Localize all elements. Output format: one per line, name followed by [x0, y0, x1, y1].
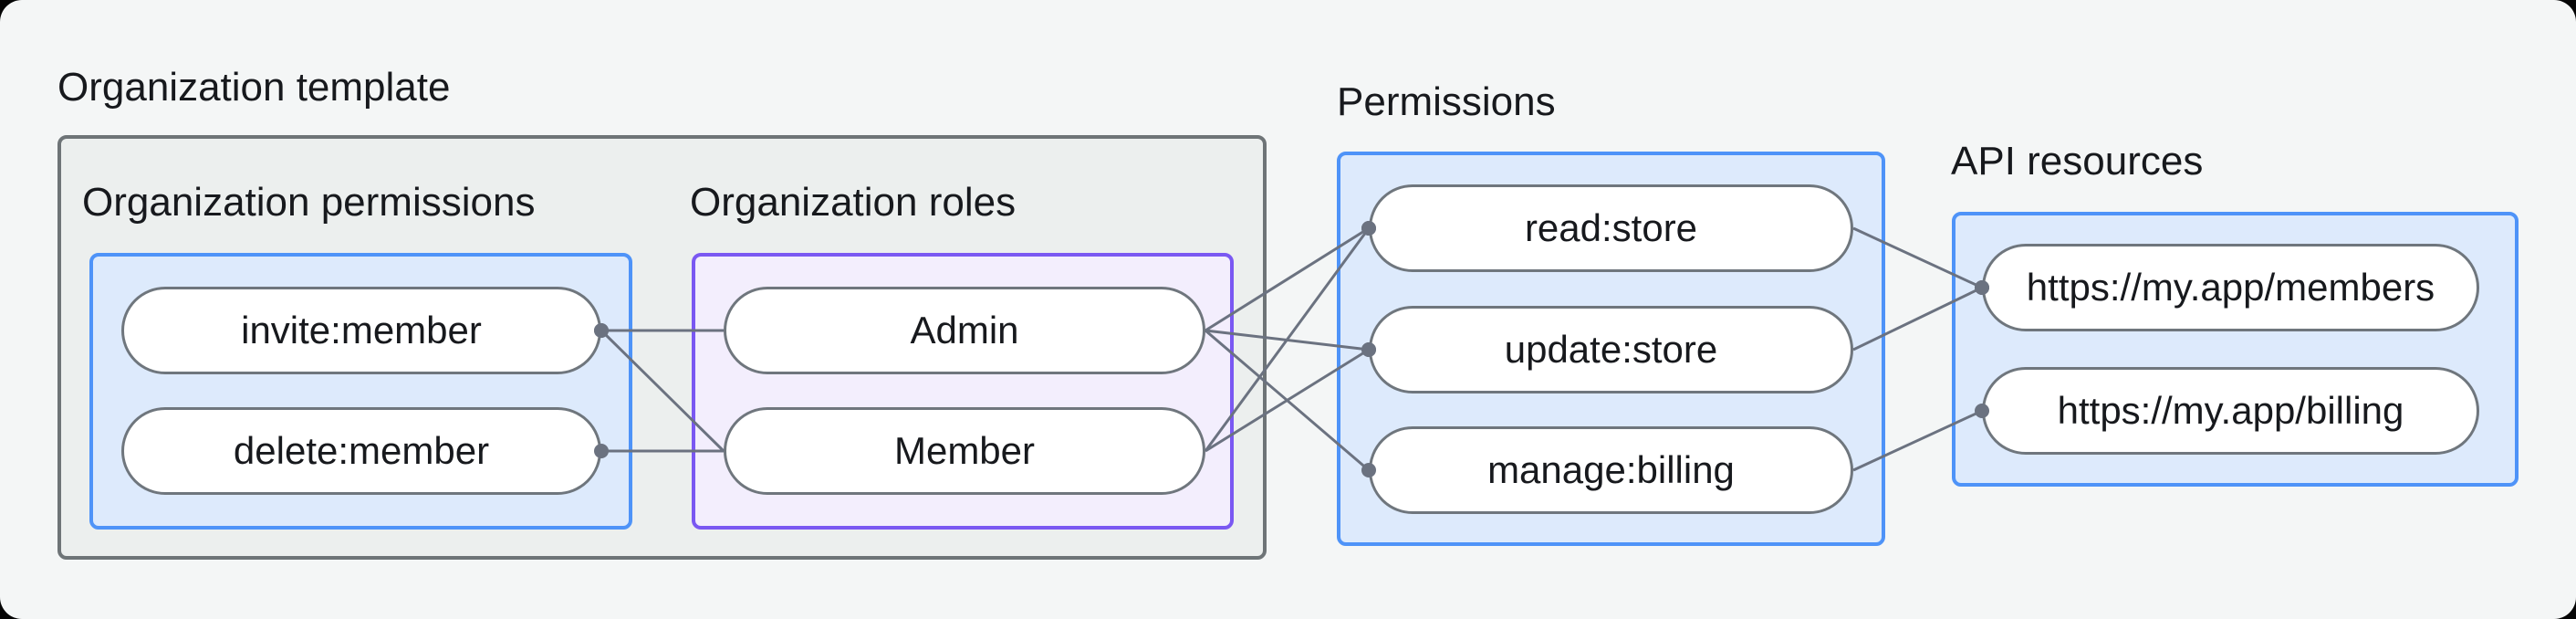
- node-members-api: https://my.app/members: [1982, 244, 2479, 331]
- node-manage-billing: manage:billing: [1369, 426, 1853, 514]
- node-delete-member: delete:member: [121, 407, 601, 495]
- node-billing-api: https://my.app/billing: [1982, 367, 2479, 455]
- node-label: update:store: [1504, 328, 1718, 371]
- organization-permissions-label: Organization permissions: [82, 180, 536, 225]
- node-read-store: read:store: [1369, 184, 1853, 272]
- node-label: https://my.app/billing: [2057, 389, 2404, 432]
- node-label: delete:member: [233, 429, 490, 472]
- node-update-store: update:store: [1369, 306, 1853, 393]
- node-invite-member: invite:member: [121, 287, 601, 374]
- node-label: Admin: [910, 309, 1019, 351]
- organization-roles-label: Organization roles: [690, 180, 1017, 225]
- permissions-label: Permissions: [1337, 79, 1556, 124]
- node-admin: Admin: [724, 287, 1205, 374]
- organization-template-label: Organization template: [57, 65, 451, 110]
- node-label: read:store: [1524, 206, 1698, 249]
- node-label: manage:billing: [1487, 448, 1735, 491]
- node-member: Member: [724, 407, 1205, 495]
- node-label: invite:member: [241, 309, 482, 351]
- api-resources-label: API resources: [1951, 139, 2204, 184]
- node-label: https://my.app/members: [2026, 266, 2435, 309]
- node-label: Member: [893, 429, 1036, 472]
